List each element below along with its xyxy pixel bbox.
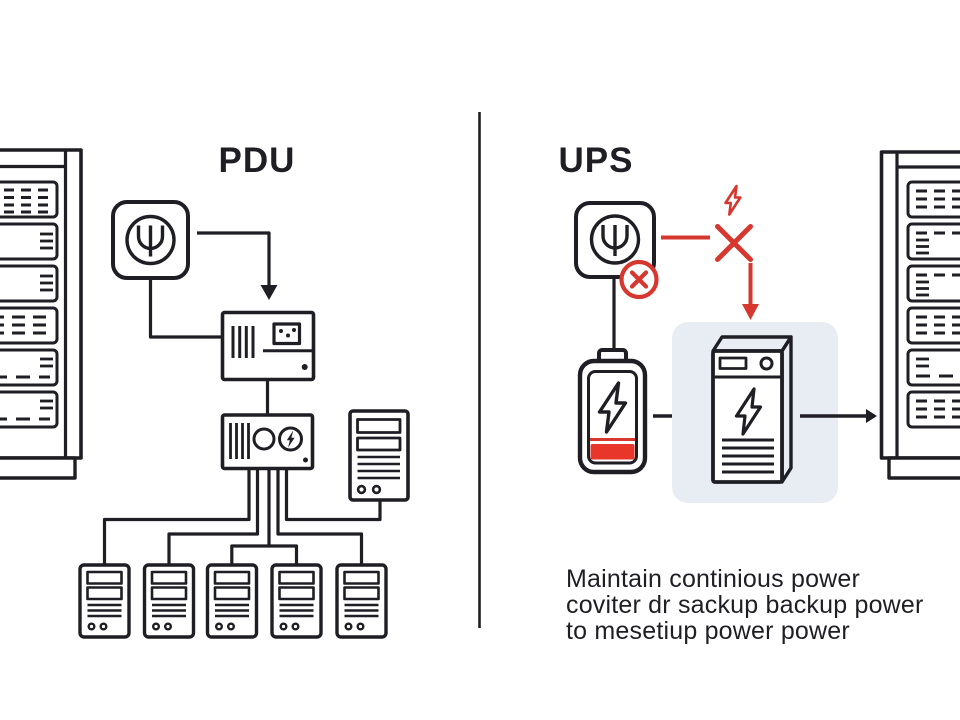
server-icon xyxy=(78,563,131,639)
caption-line-2: coviter dr sackup backup power xyxy=(566,591,924,619)
rack-unit xyxy=(0,222,59,261)
server-icon xyxy=(205,563,259,639)
server-icon xyxy=(142,563,196,639)
flow-arrow-icon xyxy=(800,409,877,423)
lightning-bolt-icon xyxy=(734,387,763,436)
pdu-outlet-strip-icon xyxy=(220,413,315,471)
rack-unit xyxy=(0,306,59,345)
rack-unit xyxy=(906,306,960,345)
power-cut-x-icon xyxy=(715,224,753,262)
lightning-bolt-icon xyxy=(286,430,295,448)
server-icon xyxy=(270,563,323,639)
rack-unit xyxy=(906,390,960,429)
rack-unit xyxy=(0,348,59,387)
ups-section: UPS xyxy=(559,141,960,645)
caption: Maintain continious power coviter dr sac… xyxy=(566,565,924,645)
failure-arrow-icon xyxy=(742,263,759,320)
error-circle-icon xyxy=(619,259,659,300)
server-rack-icon-right xyxy=(879,150,960,480)
power-failure-marks xyxy=(661,184,759,320)
server-row xyxy=(78,563,388,639)
pdu-title: PDU xyxy=(219,141,296,180)
rack-unit xyxy=(0,180,59,219)
surge-bolt-icon xyxy=(724,184,742,216)
rack-unit xyxy=(906,180,960,219)
power-feed-line xyxy=(148,277,222,339)
rack-unit xyxy=(906,348,960,387)
low-battery-icon xyxy=(577,348,648,475)
rack-unit xyxy=(0,264,59,303)
rack-unit xyxy=(906,264,960,303)
distribution-lines xyxy=(102,468,382,565)
caption-line-3: to mesetiup power power xyxy=(566,617,850,645)
power-outlet-icon xyxy=(111,200,190,280)
ups-unit-icon xyxy=(711,335,793,484)
rack-unit xyxy=(0,390,59,429)
pdu-section: PDU xyxy=(0,141,410,639)
ups-title: UPS xyxy=(559,141,634,180)
power-outlet-failed-icon xyxy=(574,201,659,300)
pdu-controller-icon xyxy=(220,310,316,382)
rack-unit xyxy=(906,222,960,261)
caption-line-1: Maintain continious power xyxy=(566,565,860,593)
tower-server-icon xyxy=(348,409,410,502)
server-icon xyxy=(335,563,388,639)
battery-low-level xyxy=(590,444,635,460)
server-rack-icon-left xyxy=(0,148,83,480)
lightning-bolt-icon xyxy=(597,381,628,434)
power-feed-arrow xyxy=(197,231,278,300)
